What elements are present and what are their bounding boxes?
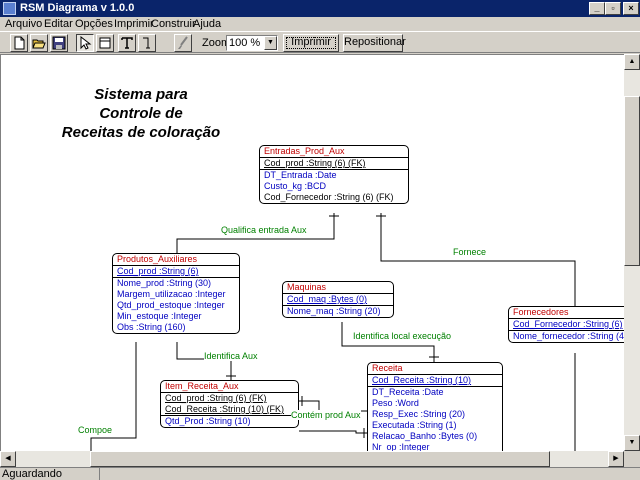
attr-row: DT_Receita :Date bbox=[372, 387, 444, 397]
attr-row: Margem_utilizacao :Integer bbox=[117, 289, 226, 299]
entity-receita[interactable]: Receita Cod_Receita :String (10) DT_Rece… bbox=[367, 362, 503, 451]
diagram-canvas[interactable]: Sistema para Controle de Receitas de col… bbox=[0, 54, 624, 451]
save-disk-icon[interactable] bbox=[50, 34, 68, 52]
new-file-icon[interactable] bbox=[10, 34, 28, 52]
attr-row: Cod_Fornecedor :String (6) bbox=[513, 319, 623, 329]
status-panel: Aguardando bbox=[0, 468, 100, 480]
menu-editar[interactable]: Editar bbox=[44, 18, 73, 30]
attr-row: Resp_Exec :String (20) bbox=[372, 409, 466, 419]
attr-row: Custo_kg :BCD bbox=[264, 181, 327, 191]
attr-row: Peso :Word bbox=[372, 398, 419, 408]
attr-row: Cod_maq :Bytes (0) bbox=[287, 294, 368, 304]
attr-row: Obs :String (160) bbox=[117, 322, 186, 332]
attr-row: Cod_prod :String (6) (FK) bbox=[165, 393, 267, 403]
vertical-scrollbar[interactable]: ▲ ▼ bbox=[624, 54, 640, 451]
relation-label-identifica-local: Identifica local execução bbox=[353, 331, 452, 341]
entity-name: Maquinas bbox=[283, 282, 393, 294]
relation-label-contem: Contém prod Aux bbox=[291, 410, 361, 420]
text-tool-icon[interactable] bbox=[118, 34, 136, 52]
attr-row: Nome_maq :String (20) bbox=[287, 306, 381, 316]
status-text: Aguardando bbox=[2, 468, 62, 480]
print-button[interactable]: Imprimir bbox=[283, 34, 339, 52]
entity-name: Fornecedores bbox=[509, 307, 624, 319]
app-icon bbox=[3, 2, 16, 15]
entity-name: Receita bbox=[368, 363, 502, 375]
toolbar: Zoom 100 % ▼ Imprimir Repositionar bbox=[0, 31, 640, 53]
scroll-corner bbox=[624, 451, 640, 467]
menu-construir[interactable]: Construir bbox=[151, 18, 196, 30]
zoom-label: Zoom bbox=[202, 37, 231, 49]
attr-row: Cod_Fornecedor :String (6) (FK) bbox=[264, 192, 394, 202]
scroll-down-icon[interactable]: ▼ bbox=[624, 435, 640, 451]
reposition-button[interactable]: Repositionar bbox=[343, 34, 406, 52]
scroll-right-icon[interactable]: ▶ bbox=[608, 451, 624, 467]
maximize-button[interactable]: ▫ bbox=[605, 2, 621, 15]
open-folder-icon[interactable] bbox=[30, 34, 48, 52]
entity-produtos-auxiliares[interactable]: Produtos_Auxiliares Cod_prod :String (6)… bbox=[112, 253, 240, 334]
relation-label-compoe: Compoe bbox=[78, 425, 113, 435]
relation-label-identifica-aux: Identifica Aux bbox=[204, 351, 258, 361]
close-button[interactable]: × bbox=[623, 2, 639, 15]
menu-ajuda[interactable]: Ajuda bbox=[193, 18, 222, 30]
horizontal-scrollbar[interactable]: ◀ ▶ bbox=[0, 451, 624, 467]
chevron-down-icon[interactable]: ▼ bbox=[264, 36, 277, 50]
minimize-button[interactable]: _ bbox=[589, 2, 605, 15]
attr-row: Cod_Receita :String (10) bbox=[372, 375, 472, 385]
scroll-left-icon[interactable]: ◀ bbox=[0, 451, 16, 467]
menu-bar: Arquivo Editar Opções Imprimir Construir… bbox=[0, 17, 640, 31]
zoom-value: 100 % bbox=[229, 37, 261, 49]
attr-row: Relacao_Banho :Bytes (0) bbox=[372, 431, 478, 441]
entity-fornecedores[interactable]: Fornecedores Cod_Fornecedor :String (6) … bbox=[508, 306, 624, 343]
entity-item-receita-aux[interactable]: Item_Receita_Aux Cod_prod :String (6) (F… bbox=[160, 380, 299, 428]
attr-row: Executada :String (1) bbox=[372, 420, 457, 430]
attr-row: DT_Entrada :Date bbox=[264, 170, 337, 180]
vertical-scroll-thumb[interactable] bbox=[624, 96, 640, 266]
menu-opcoes[interactable]: Opções bbox=[75, 18, 113, 30]
status-bar: Aguardando bbox=[0, 467, 640, 480]
attr-row: Qtd_prod_estoque :Integer bbox=[117, 300, 225, 310]
scroll-up-icon[interactable]: ▲ bbox=[624, 54, 640, 70]
relation-line-icon[interactable] bbox=[138, 34, 156, 52]
attr-row: Cod_Receita :String (10) (FK) bbox=[165, 404, 285, 414]
brush-icon[interactable] bbox=[174, 34, 192, 52]
window-title: RSM Diagrama v 1.0.0 bbox=[20, 2, 135, 14]
attr-row: Cod_prod :String (6) bbox=[117, 266, 199, 276]
entity-maquinas[interactable]: Maquinas Cod_maq :Bytes (0) Nome_maq :St… bbox=[282, 281, 394, 318]
attr-row: Nr_op :Integer bbox=[372, 442, 430, 451]
attr-row: Min_estoque :Integer bbox=[117, 311, 202, 321]
entity-name: Entradas_Prod_Aux bbox=[260, 146, 408, 158]
attr-row: Cod_prod :String (6) (FK) bbox=[264, 158, 366, 168]
relation-lines bbox=[90, 213, 576, 451]
entity-box-icon[interactable] bbox=[96, 34, 114, 52]
relation-label-qualifica: Qualifica entrada Aux bbox=[221, 225, 307, 235]
zoom-select[interactable]: 100 % ▼ bbox=[226, 35, 278, 51]
menu-arquivo[interactable]: Arquivo bbox=[5, 18, 43, 30]
diagram-title-line-3: Receitas de coloração bbox=[61, 124, 221, 141]
pointer-select-icon[interactable] bbox=[76, 34, 94, 52]
relation-label-fornece: Fornece bbox=[453, 247, 487, 257]
horizontal-scroll-thumb[interactable] bbox=[90, 451, 550, 467]
menu-imprimir[interactable]: Imprimir bbox=[114, 18, 154, 30]
attr-row: Qtd_Prod :String (10) bbox=[165, 416, 251, 426]
diagram-title-line-1: Sistema para bbox=[94, 86, 188, 103]
entity-name: Item_Receita_Aux bbox=[161, 381, 298, 393]
attr-row: Nome_fornecedor :String (40) bbox=[513, 331, 624, 341]
entity-name: Produtos_Auxiliares bbox=[113, 254, 239, 266]
attr-row: Nome_prod :String (30) bbox=[117, 278, 212, 288]
diagram-title: Sistema para Controle de Receitas de col… bbox=[41, 85, 241, 142]
diagram-title-line-2: Controle de bbox=[99, 105, 183, 122]
title-bar: RSM Diagrama v 1.0.0 _ ▫ × bbox=[0, 0, 640, 17]
entity-entradas-prod-aux[interactable]: Entradas_Prod_Aux Cod_prod :String (6) (… bbox=[259, 145, 409, 204]
